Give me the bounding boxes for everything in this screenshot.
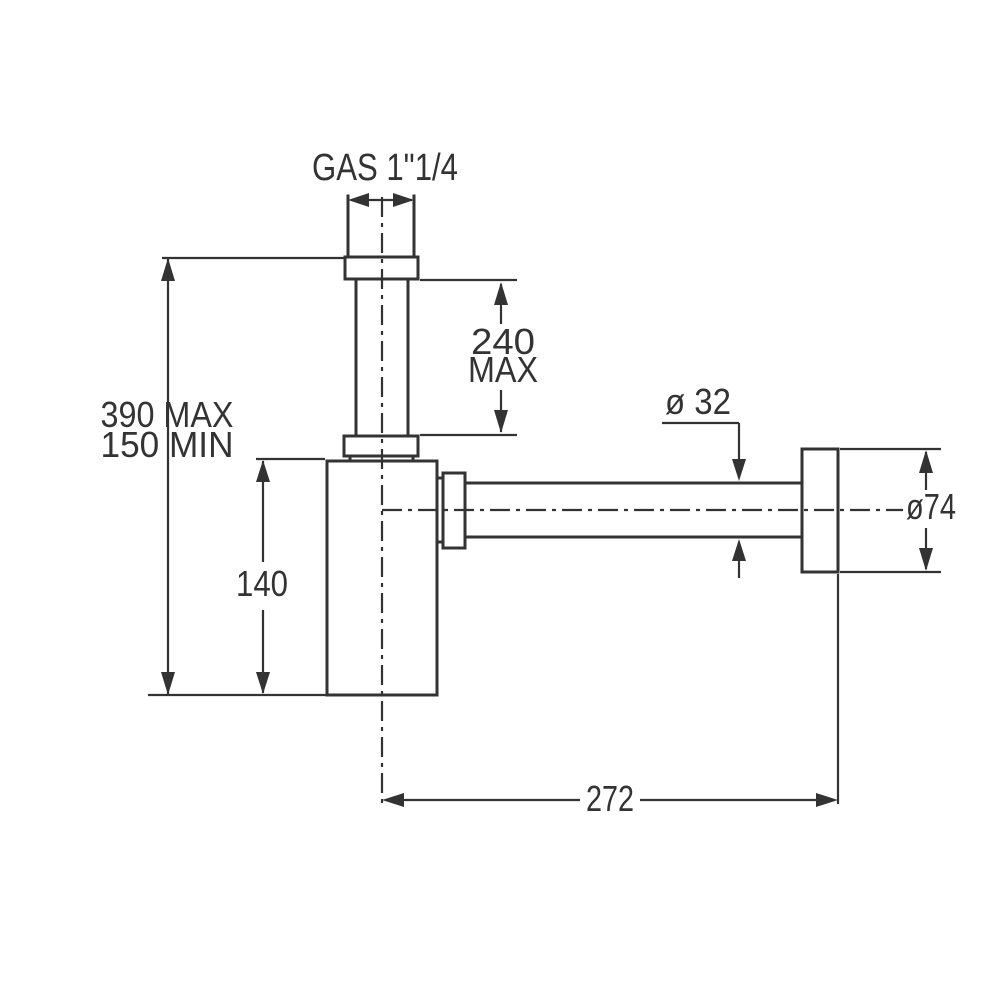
- arrowhead-body-down: [256, 672, 270, 694]
- pipe-diameter-label: ø 32: [665, 381, 731, 422]
- wall-rosette-flange: [800, 447, 840, 574]
- arrowhead-pipe-dia-down: [732, 459, 746, 481]
- tail-length-suffix-label: MAX: [468, 349, 538, 390]
- thread-size-label: GAS 1"1/4: [312, 147, 458, 189]
- arrowhead-body-up: [256, 460, 270, 482]
- tail-length-value-label: 240: [471, 321, 535, 362]
- arrowhead-height-down: [161, 672, 175, 695]
- arrowhead-wall-offset-left: [382, 793, 404, 807]
- body-height-label: 140: [236, 563, 288, 604]
- arrowhead-thread-right: [393, 193, 414, 207]
- arrowhead-thread-left: [348, 193, 369, 207]
- rosette-diameter-label: ø74: [906, 486, 956, 527]
- arrowhead-rosette-up: [919, 450, 933, 473]
- arrowhead-rosette-down: [919, 548, 933, 571]
- arrowhead-tail-down: [494, 410, 508, 433]
- arrowhead-tail-up: [494, 282, 508, 305]
- wall-offset-label: 272: [586, 778, 634, 819]
- height-min-label: 150 MIN: [101, 424, 234, 465]
- arrowhead-pipe-dia-up: [732, 539, 746, 561]
- arrowhead-wall-offset-right: [816, 793, 838, 807]
- height-max-label: 390 MAX: [101, 394, 234, 435]
- arrowhead-height-up: [161, 258, 175, 281]
